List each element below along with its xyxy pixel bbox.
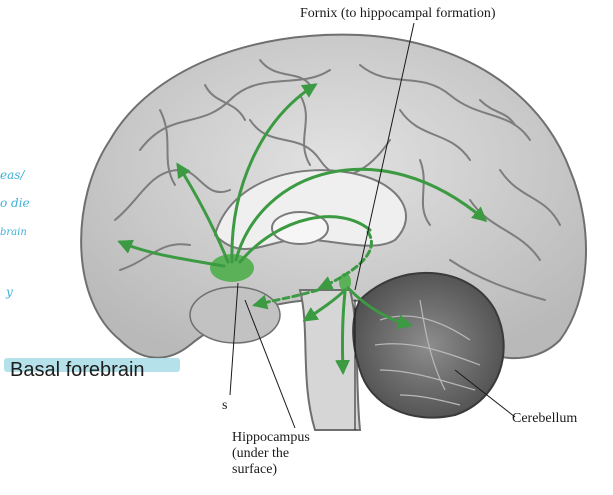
fornix-label: Fornix (to hippocampal formation) xyxy=(300,6,496,21)
cholinergic-pathways xyxy=(117,83,488,375)
cerebellum-folia xyxy=(374,299,481,406)
temporal-lobe-inner xyxy=(189,286,281,344)
basal-forebrain-label: Basal forebrain xyxy=(10,359,145,381)
cerebellum-label: Cerebellum xyxy=(512,411,578,426)
s-label: s xyxy=(222,398,228,413)
handwritten-note-4: y xyxy=(6,285,13,299)
handwritten-note-3: brain xyxy=(0,227,27,238)
handwritten-note-2: o die xyxy=(0,196,30,210)
hippocampus-label-3: surface) xyxy=(232,462,278,477)
hippocampus-label-2: (under the xyxy=(232,446,290,461)
brainstem xyxy=(298,289,362,431)
leader-lines xyxy=(229,22,516,430)
corpus-callosum xyxy=(213,169,407,250)
basal-forebrain-nucleus xyxy=(210,254,254,282)
thalamus xyxy=(271,211,329,245)
handwritten-note-1: eas/ xyxy=(0,168,25,182)
hippocampus-label-1: Hippocampus xyxy=(232,430,310,445)
basal-forebrain-highlight xyxy=(4,358,180,372)
